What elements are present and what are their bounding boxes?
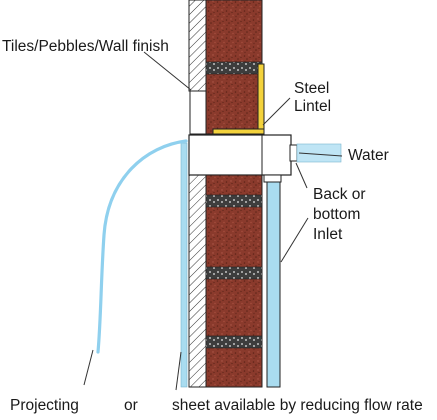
- steel-lintel-icon: [212, 63, 265, 135]
- label-bottom: bottom: [313, 206, 360, 223]
- leader-lines: [83, 51, 343, 391]
- lower-brick-wall: [205, 174, 263, 388]
- label-projecting: Projecting: [10, 397, 79, 414]
- lower-wall-finish-layer: [188, 174, 207, 388]
- leader-back-inlet: [295, 162, 308, 189]
- leader-water: [298, 152, 343, 157]
- brick-wall-icon: [205, 0, 263, 135]
- leader-sheet: [175, 351, 182, 391]
- bottom-inlet-pipe: [266, 181, 281, 388]
- mortar-joint-2: [205, 266, 263, 280]
- leader-lintel: [262, 97, 291, 126]
- leader-bottom-inlet: [280, 217, 309, 263]
- upper-wall-finish-layer: [188, 0, 207, 92]
- lower-wall: [188, 174, 263, 388]
- projecting-water-stream: [96, 139, 188, 354]
- water-sheet: [180, 142, 188, 388]
- label-steel: Steel: [294, 80, 329, 97]
- label-back-or: Back or: [313, 186, 366, 203]
- leader-projecting: [83, 349, 94, 386]
- fountain-head-unit: [188, 134, 298, 183]
- lower-brick-column: [205, 174, 263, 388]
- leader-wall-finish: [143, 51, 192, 91]
- label-wall-finish: Tiles/Pebbles/Wall finish: [2, 38, 169, 55]
- water-inlet-icon: [296, 143, 342, 163]
- bottom-inlet-coupling: [263, 174, 282, 183]
- mortar-joint-3: [205, 335, 263, 349]
- fountain-head-box: [188, 134, 292, 176]
- lintel-flange: [212, 128, 265, 135]
- back-inlet-coupling: [289, 144, 298, 162]
- mortar-joint-1: [205, 194, 263, 208]
- label-or: or: [124, 397, 138, 414]
- label-lintel: Lintel: [294, 98, 331, 115]
- lintel-upright: [257, 63, 265, 135]
- label-water: Water: [348, 147, 389, 164]
- label-inlet: Inlet: [313, 226, 343, 243]
- upper-wall: [188, 0, 263, 135]
- upper-mortar-joint: [205, 61, 263, 75]
- label-sheet-caption: sheet available by reducing flow rate: [172, 397, 423, 414]
- upper-wall-cavity: [189, 90, 207, 135]
